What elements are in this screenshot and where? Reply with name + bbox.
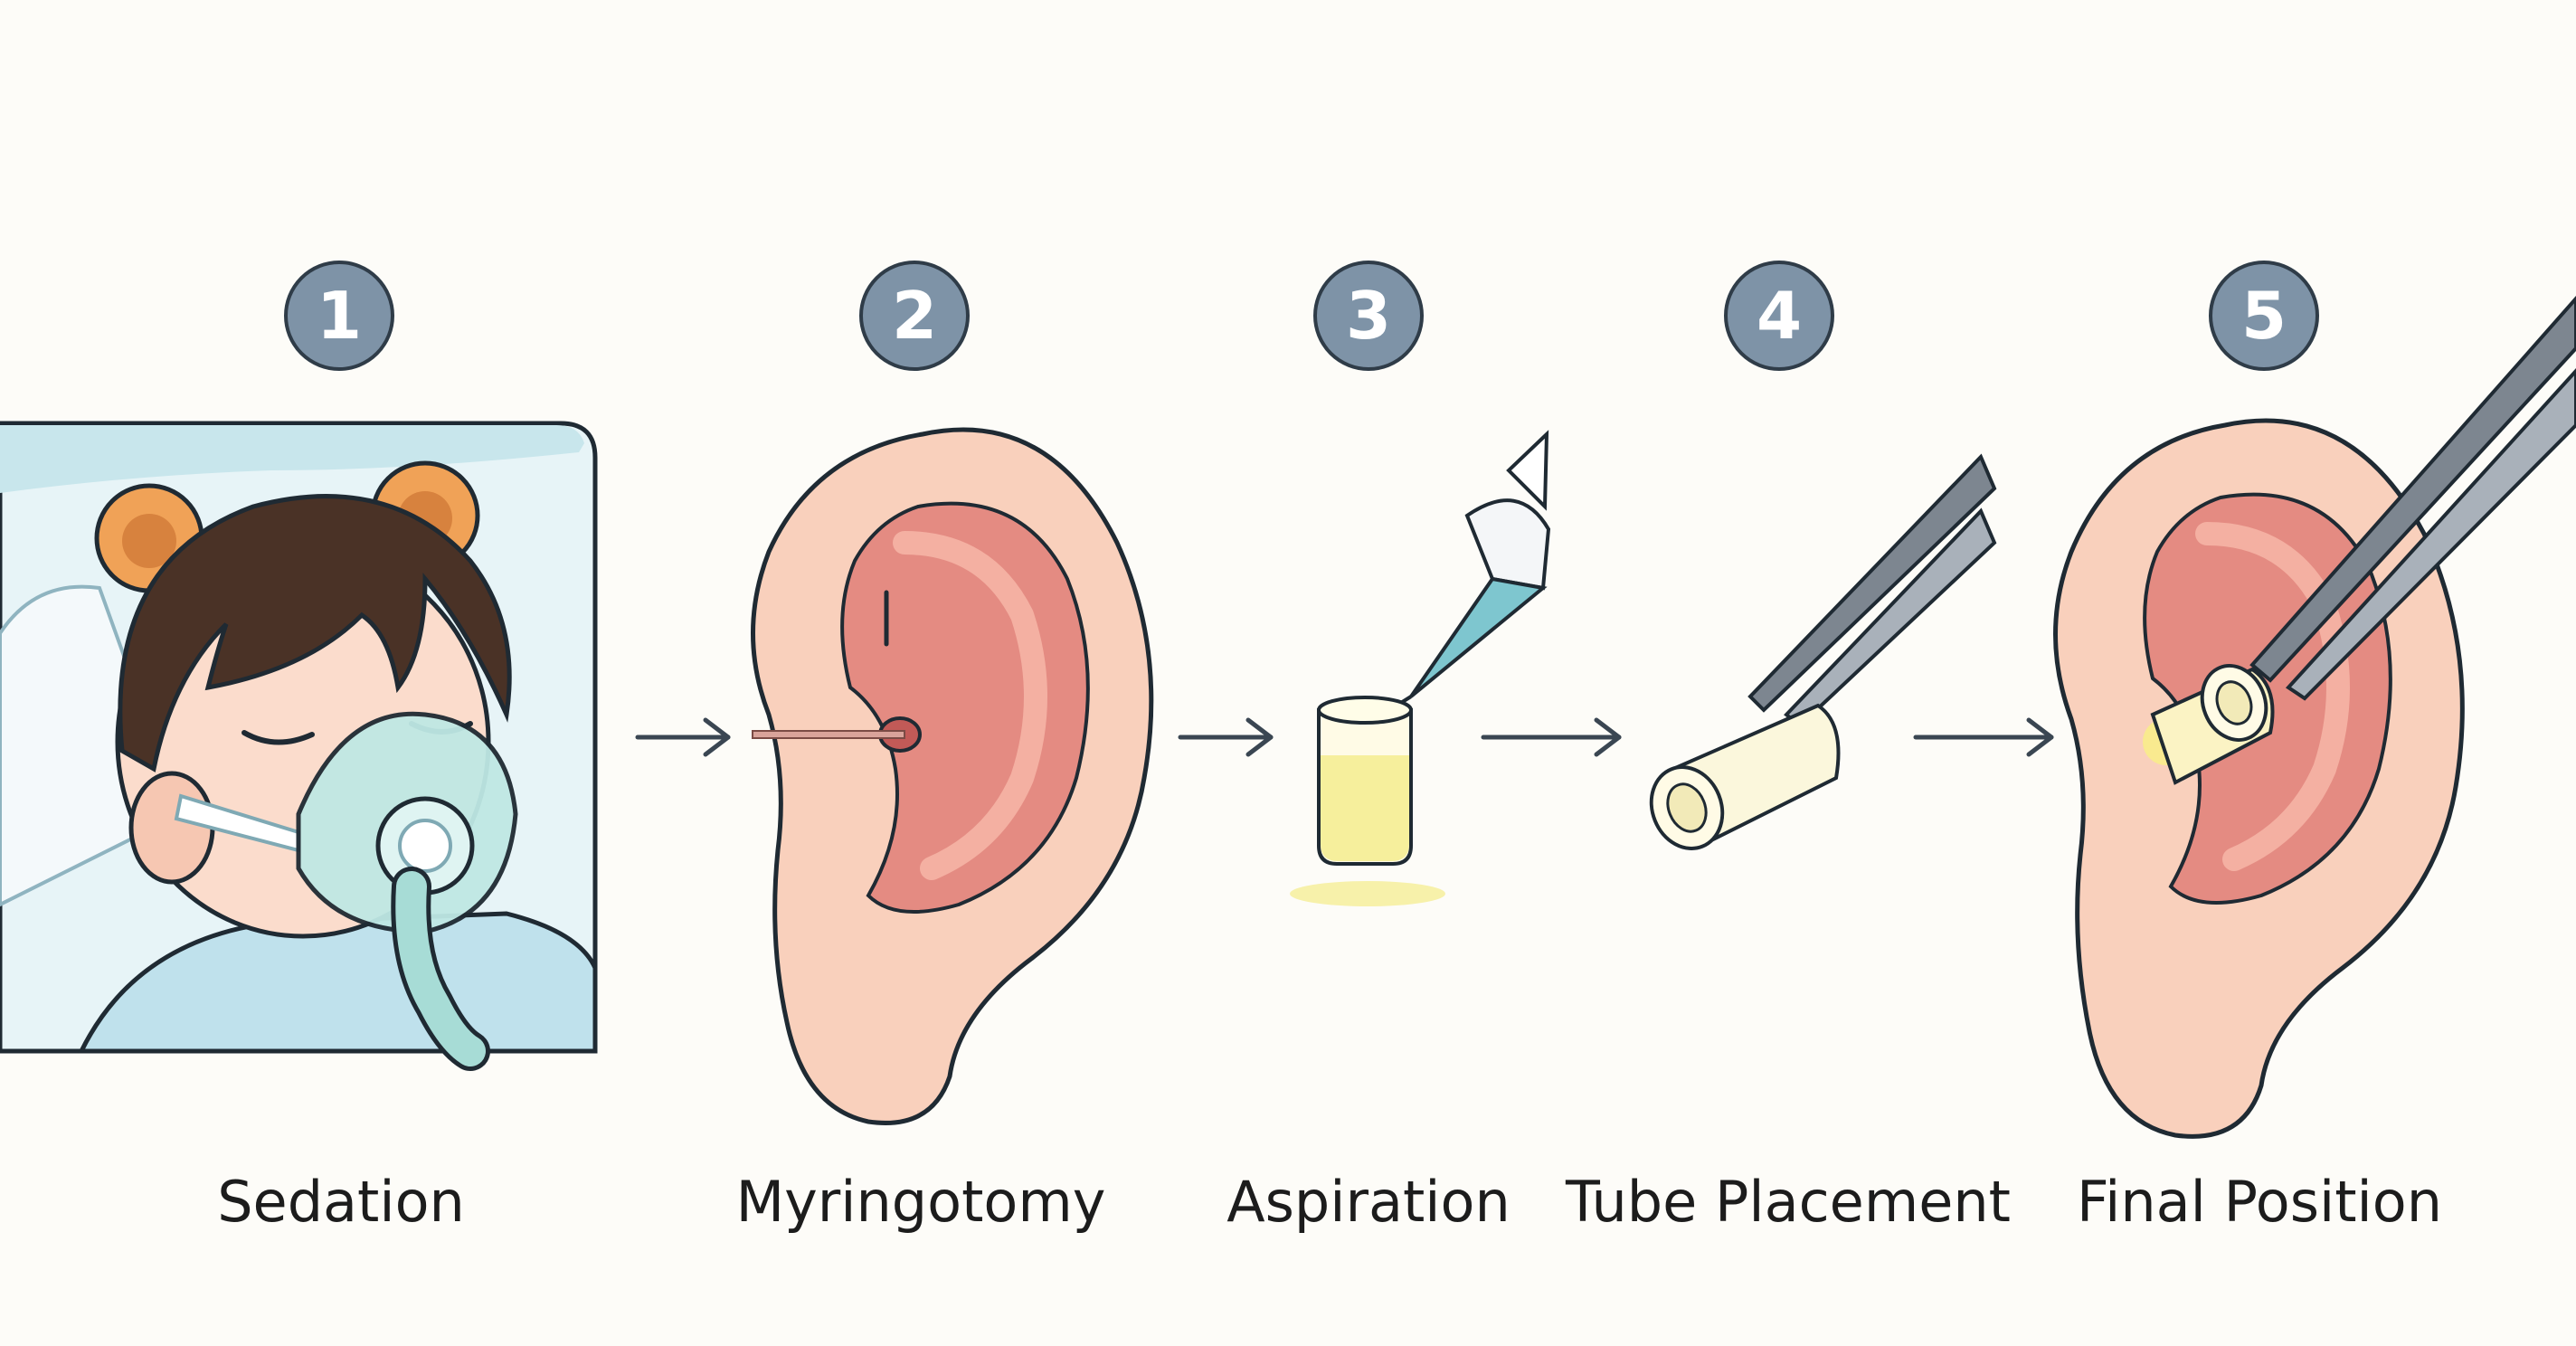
step-5-badge: 5 xyxy=(2209,261,2319,371)
step-5-label: Final Position xyxy=(2077,1169,2442,1235)
step-4-illustration xyxy=(1649,453,1997,850)
step-1-illustration xyxy=(0,421,598,1071)
syringe-icon xyxy=(1380,430,1551,716)
arrow-right-icon xyxy=(1481,717,1622,757)
step-2-badge: 2 xyxy=(859,261,970,371)
ear-tube-icon xyxy=(2150,664,2275,785)
step-3-illustration xyxy=(1290,430,1551,906)
step-5-illustration xyxy=(2053,295,2576,1139)
arrow-right-icon xyxy=(1178,717,1274,757)
fluid-vial-icon xyxy=(1317,696,1413,866)
closed-eye-left xyxy=(242,730,315,745)
child-ear xyxy=(128,771,215,885)
ear-tube-icon xyxy=(1649,703,1841,850)
forceps-icon xyxy=(1747,453,1997,728)
step-3-label: Aspiration xyxy=(1226,1169,1511,1235)
fluid-drop-shadow xyxy=(1290,881,1445,906)
step-1-badge: 1 xyxy=(284,261,394,371)
step-3-badge: 3 xyxy=(1313,261,1424,371)
step-1-label: Sedation xyxy=(217,1169,465,1235)
arrows xyxy=(635,717,2054,757)
step-4-label: Tube Placement xyxy=(1566,1169,2011,1235)
myringotomy-needle-icon xyxy=(752,590,905,739)
step-2-label: Myringotomy xyxy=(735,1169,1106,1235)
step-2-illustration xyxy=(751,427,1154,1125)
arrow-right-icon xyxy=(635,717,731,757)
arrow-right-icon xyxy=(1913,717,2054,757)
step-4-badge: 4 xyxy=(1724,261,1834,371)
bed-sheet xyxy=(0,425,584,493)
child-hair xyxy=(118,494,512,773)
forceps-icon xyxy=(2249,295,2576,701)
